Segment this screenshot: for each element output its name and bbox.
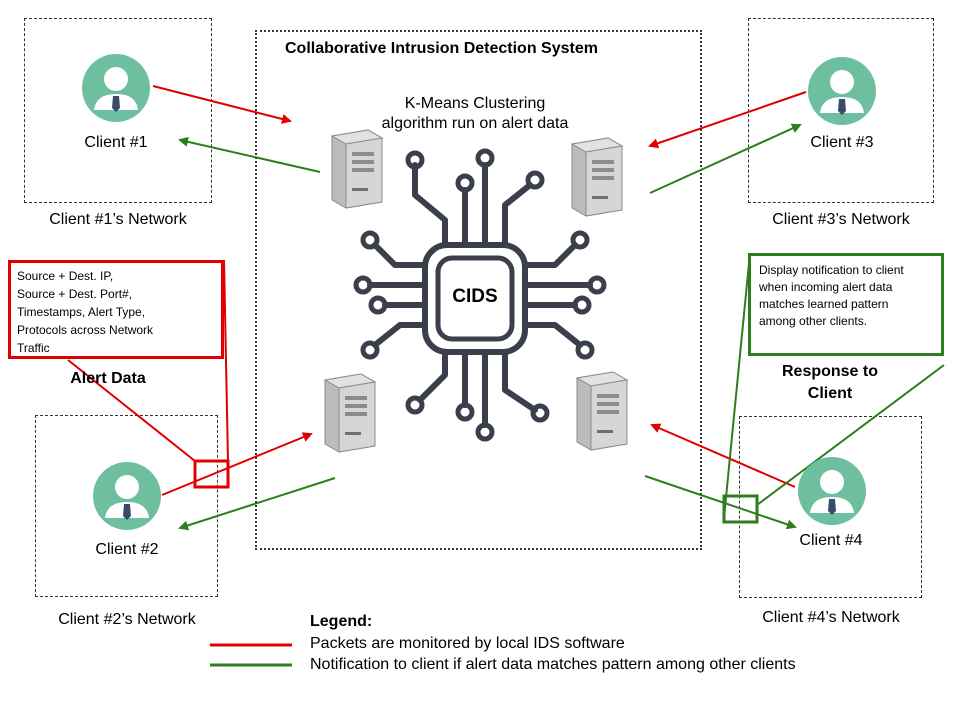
alert-data-line: Protocols across Network <box>17 323 154 337</box>
client4-network-box <box>739 416 922 598</box>
alert-data-callout: Source + Dest. IP, Source + Dest. Port#,… <box>8 260 224 359</box>
server-icon <box>570 137 624 217</box>
response-label-line2: Client <box>807 385 853 402</box>
arrow-client1-to-cids <box>152 85 292 124</box>
client1-network-label: Client #1’s Network <box>49 211 187 228</box>
client3-network-box <box>748 18 934 203</box>
server-icon <box>575 371 629 451</box>
client2-network-box <box>35 415 218 597</box>
alert-data-line: Timestamps, Alert Type, <box>17 305 146 319</box>
arrow-cids-to-client4 <box>644 475 797 530</box>
server-icon <box>323 373 377 453</box>
red-arrows <box>67 85 807 496</box>
user-avatar-icon <box>808 57 876 125</box>
client2-label: Client #2 <box>95 541 159 558</box>
user-avatar-icon <box>82 54 150 122</box>
response-connector <box>723 252 751 519</box>
circuit-chip-icon <box>353 148 607 442</box>
response-callout: Display notification to client when inco… <box>748 253 944 356</box>
response-line: among other clients. <box>759 314 868 328</box>
alert-data-line: Source + Dest. Port#, <box>17 287 133 301</box>
client1-network-box <box>24 18 212 203</box>
response-line: when incoming alert data <box>759 280 893 294</box>
client3-network-label: Client #3’s Network <box>772 211 910 228</box>
client4-label: Client #4 <box>799 532 863 549</box>
client3-label: Client #3 <box>810 134 874 151</box>
green-arrows <box>178 123 945 531</box>
alert-data-connector <box>223 259 229 462</box>
response-line: Display notification to client <box>759 263 904 277</box>
client4-network-label: Client #4’s Network <box>762 609 900 626</box>
legend-title: Legend: <box>310 613 373 630</box>
page-title: Collaborative Intrusion Detection System <box>285 40 598 57</box>
alert-data-marker <box>193 459 230 489</box>
arrow-cids-to-client2 <box>178 477 336 531</box>
kmeans-description: K-Means Clustering algorithm run on aler… <box>381 95 569 132</box>
legend-red-text: Packets are monitored by local IDS softw… <box>310 635 625 652</box>
response-line: matches learned pattern <box>759 297 889 311</box>
response-marker <box>722 494 759 524</box>
cids-label: CIDS <box>452 286 498 307</box>
server-icon <box>330 129 384 209</box>
client1-label: Client #1 <box>84 134 148 151</box>
arrow-cids-to-client3 <box>649 123 802 194</box>
arrow-client3-to-cids <box>648 91 807 149</box>
alert-data-label: Alert Data <box>70 370 146 387</box>
user-avatar-icon <box>93 462 161 530</box>
legend-green-text: Notification to client if alert data mat… <box>310 656 796 673</box>
alert-data-line: Source + Dest. IP, <box>17 269 114 283</box>
user-avatar-icon <box>798 457 866 525</box>
arrow-client2-to-cids <box>161 432 313 496</box>
response-label-line1: Response to <box>781 363 878 380</box>
cids-boundary <box>255 30 702 550</box>
alert-data-line: Traffic <box>17 341 50 355</box>
arrow-client4-to-cids <box>650 423 796 488</box>
client2-network-label: Client #2’s Network <box>58 611 196 628</box>
arrow-cids-to-client1 <box>178 136 321 173</box>
